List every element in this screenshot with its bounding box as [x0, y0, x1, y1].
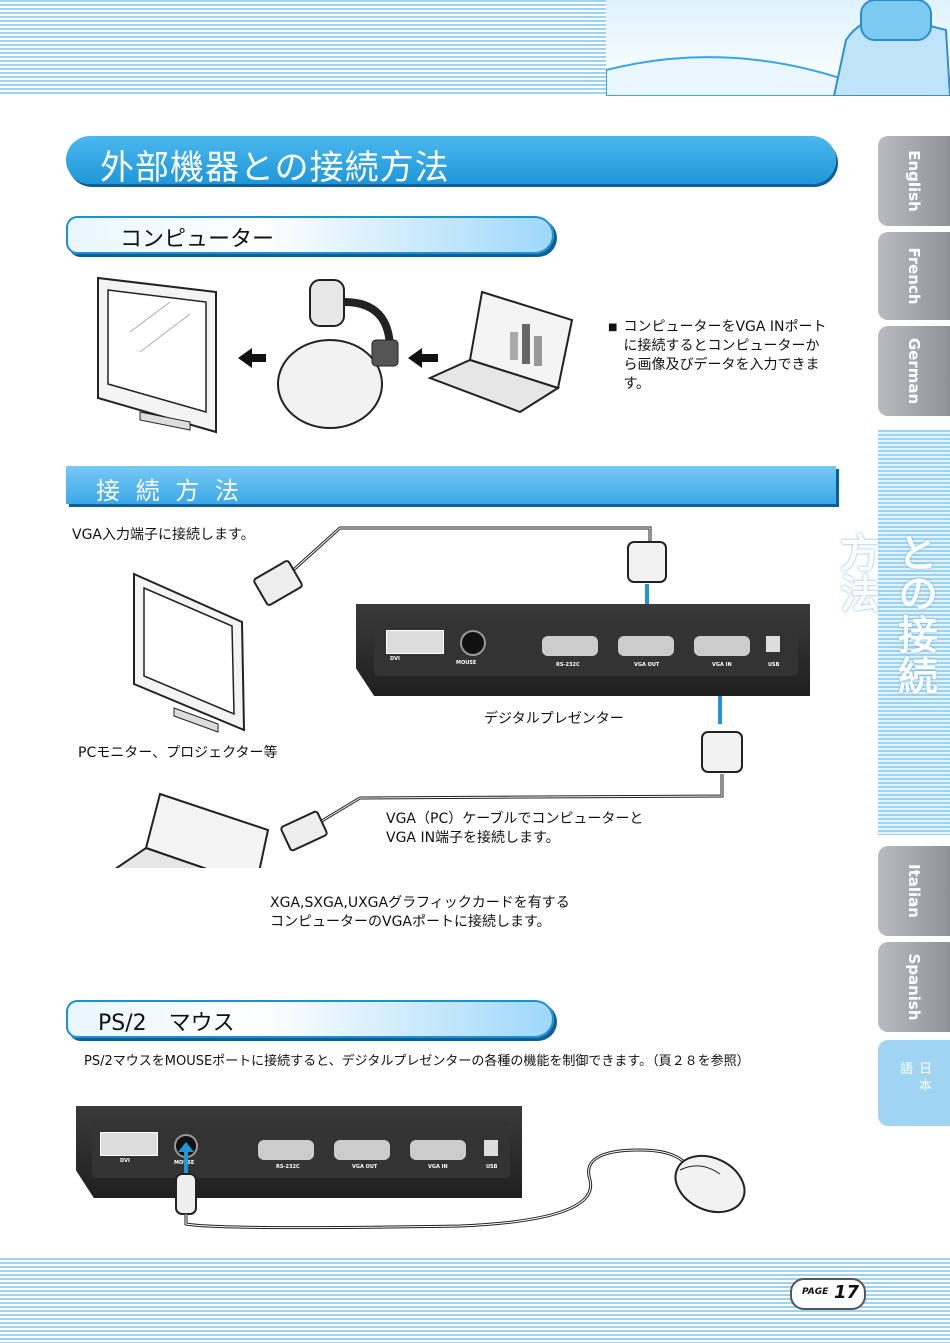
section-heading-computer-label: コンピューター: [120, 227, 275, 252]
rs232c-port: [542, 636, 598, 656]
cable-note: VGA（PC）ケーブルでコンピューターと VGA IN端子を接続します。: [386, 810, 643, 848]
dvi-port: [100, 1132, 158, 1156]
tab-italian[interactable]: Italian: [878, 846, 950, 936]
port-label: USB: [486, 1164, 498, 1170]
section-heading-ps2-label: PS/2 マウス: [98, 1011, 235, 1036]
presenter-label: デジタルプレゼンター: [484, 711, 624, 727]
cable-note-line: VGA（PC）ケーブルでコンピューターと: [386, 811, 644, 827]
page-title-banner: 外部機器との接続方法: [66, 136, 836, 188]
tab-english[interactable]: English: [878, 136, 950, 226]
tab-current-section-label: 外部機器との接続方法: [833, 531, 950, 696]
computer-note-line: に接続するとコンピューターか: [623, 338, 820, 354]
vga-out-port: [618, 636, 674, 656]
tab-english-label: English: [905, 150, 923, 212]
presenter-rear-panel: DVI MOUSE RS-232C VGA OUT VGA IN USB: [356, 604, 810, 696]
computer-note-line: す。: [623, 376, 651, 392]
rs232c-port: [258, 1140, 314, 1160]
tab-japanese-label: 日 本 語: [897, 1061, 931, 1092]
port-label: VGA OUT: [352, 1164, 378, 1170]
laptop-note-line: コンピューターのVGAポートに接続します。: [270, 914, 551, 930]
monitor-illustration: [97, 276, 217, 434]
bullet-icon: ■: [608, 322, 618, 333]
section-heading-method-label: 接 続 方 法: [96, 477, 243, 505]
dvi-port: [386, 630, 444, 654]
section-heading-computer: コンピューター: [66, 216, 554, 254]
port-label: DVI: [390, 656, 400, 662]
page-number-badge: PAGE 17: [790, 1278, 866, 1310]
mouse-port: [460, 630, 486, 656]
presenter-illustration: [277, 279, 399, 429]
usb-port: [766, 636, 780, 652]
vga-in-port: [694, 636, 750, 656]
header-graphic: [605, 0, 950, 97]
tab-french[interactable]: French: [878, 232, 950, 320]
tab-german-label: German: [905, 337, 923, 405]
port-label: VGA IN: [428, 1164, 448, 1170]
port-label: VGA OUT: [634, 662, 660, 668]
port-label: MOUSE: [456, 660, 477, 666]
page-number: 17: [834, 1282, 860, 1303]
laptop-note: XGA,SXGA,UXGAグラフィックカードを有する コンピューターのVGAポー…: [270, 894, 570, 932]
tab-spanish[interactable]: Spanish: [878, 942, 950, 1032]
vga-out-port: [334, 1140, 390, 1160]
header-stripes: [0, 0, 606, 96]
laptop-illustration: [427, 290, 574, 414]
arrow-left-icon: [238, 348, 266, 368]
usb-port: [484, 1140, 498, 1156]
port-label: USB: [768, 662, 780, 668]
vga-input-note: VGA入力端子に接続します。: [72, 527, 255, 543]
tab-current-section[interactable]: 外部機器との接続方法: [833, 430, 950, 835]
mouse-illustration: [674, 1154, 746, 1214]
port-label: RS-232C: [276, 1164, 300, 1170]
ps2-description: PS/2マウスをMOUSEポートに接続すると、デジタルプレゼンターの各種の機能を…: [84, 1054, 750, 1069]
tab-french-label: French: [905, 247, 923, 305]
computer-note-line: ら画像及びデータを入力できま: [623, 357, 820, 373]
laptop-note-line: XGA,SXGA,UXGAグラフィックカードを有する: [270, 895, 570, 911]
connection-diagram: [114, 526, 743, 868]
port-label: RS-232C: [556, 662, 580, 668]
section-heading-method: 接 続 方 法: [66, 466, 836, 505]
port-label: DVI: [120, 1158, 130, 1164]
cable-note-line: VGA IN端子を接続します。: [386, 830, 560, 846]
arrow-left-icon: [408, 348, 438, 368]
page-word: PAGE: [802, 1287, 829, 1297]
monitor-label: PCモニター、プロジェクター等: [78, 745, 278, 761]
section-heading-ps2: PS/2 マウス: [66, 1000, 554, 1038]
tab-german[interactable]: German: [878, 326, 950, 416]
port-label: VGA IN: [712, 662, 732, 668]
tab-japanese[interactable]: 日 本 語: [878, 1040, 950, 1126]
presenter-rear-panel-2: DVI MOUSE RS-232C VGA OUT VGA IN USB: [76, 1106, 522, 1198]
vga-in-port: [410, 1140, 466, 1160]
tab-italian-label: Italian: [905, 864, 923, 918]
page-title: 外部機器との接続方法: [100, 148, 450, 188]
tab-spanish-label: Spanish: [905, 953, 923, 1021]
computer-note-line: コンピューターをVGA INポート: [623, 319, 827, 335]
computer-note: ■ コンピューターをVGA INポート に接続するとコンピューターか ら画像及び…: [608, 318, 838, 394]
mouse-connection-illustration: [175, 1142, 746, 1230]
computer-connection-illustration: [97, 276, 574, 434]
